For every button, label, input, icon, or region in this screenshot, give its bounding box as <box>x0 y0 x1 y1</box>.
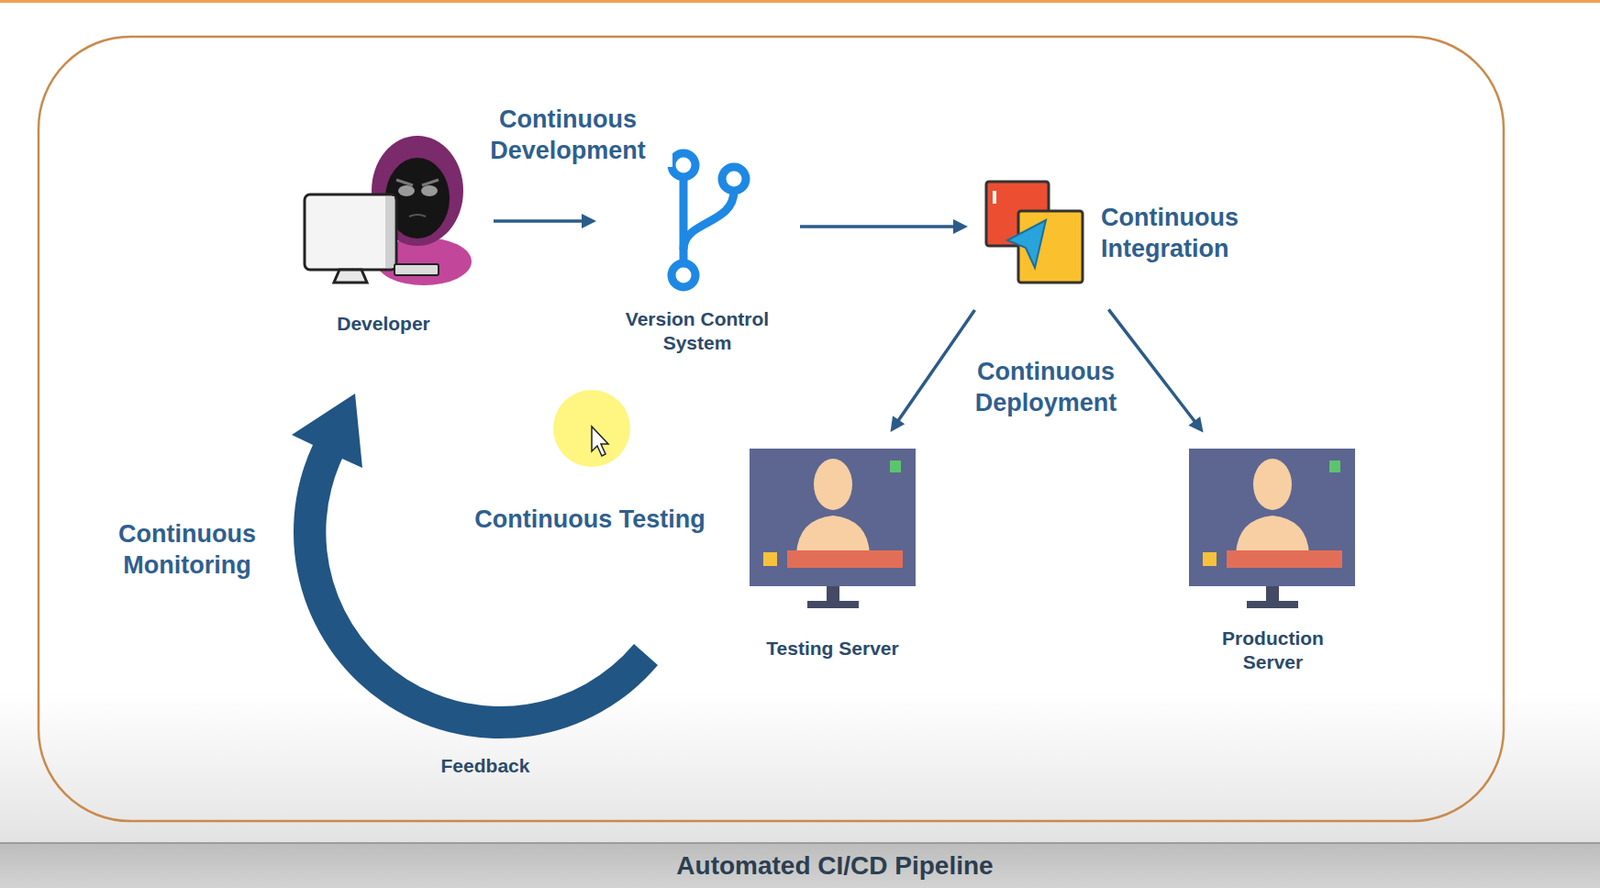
production-server-icon <box>1188 448 1356 609</box>
name-bar <box>1226 550 1343 568</box>
caption: Automated CI/CD Pipeline <box>676 849 993 882</box>
brow <box>422 179 439 186</box>
stand <box>826 586 840 603</box>
base <box>807 600 859 609</box>
status-light <box>1329 460 1341 473</box>
monitor-stand <box>333 269 367 283</box>
mouth <box>409 214 426 217</box>
branch-dot <box>671 263 696 288</box>
brow <box>396 179 413 186</box>
connector-line <box>896 310 975 423</box>
branch-line <box>683 190 734 250</box>
connector-line <box>493 219 586 223</box>
developer-node: Developer <box>288 133 479 340</box>
monitor-side <box>385 196 395 268</box>
base <box>1246 600 1299 609</box>
shoulders <box>796 515 870 555</box>
head <box>1253 458 1292 511</box>
stage-label: Continuous Deployment <box>954 356 1138 420</box>
status-light <box>889 460 901 473</box>
keyboard <box>394 264 439 276</box>
screen <box>1188 448 1356 587</box>
top-rule <box>0 0 1600 3</box>
integration-icon <box>986 181 1083 283</box>
connector-line <box>800 224 957 229</box>
screen <box>749 448 916 587</box>
testing-server-icon <box>749 448 916 609</box>
stage-label: Continuous Monitoring <box>100 519 275 582</box>
stand <box>1266 586 1279 603</box>
monitor <box>304 194 397 270</box>
node-label: Testing Server <box>733 636 932 661</box>
arrow-head <box>1188 416 1203 434</box>
frame <box>38 36 1504 822</box>
connector-line <box>1108 309 1197 424</box>
shoulders <box>1235 515 1310 555</box>
node-label: Production Server <box>1209 626 1338 676</box>
pointer-highlight <box>553 389 631 467</box>
edge-label: Continuous Development <box>463 104 673 167</box>
node-label: Version Control System <box>610 307 785 356</box>
branch-dot <box>722 166 746 191</box>
connector <box>800 219 968 234</box>
arrow-head <box>890 415 906 433</box>
branch-dot <box>671 153 696 178</box>
eye <box>398 185 415 197</box>
vcs-node: Version Control System <box>605 151 789 360</box>
connector <box>1108 309 1203 433</box>
eye <box>421 185 438 197</box>
stage-label: Continuous Testing <box>474 504 705 536</box>
cursor-glyph <box>1007 220 1046 268</box>
info-mark <box>992 190 997 204</box>
developer-illustration <box>304 135 472 286</box>
connector <box>890 310 976 433</box>
integration-node: Continuous Integration <box>977 174 1281 294</box>
connector <box>493 213 597 229</box>
branch-line <box>679 177 689 264</box>
yellow-mark <box>1202 552 1217 567</box>
arrow-label: Feedback <box>441 754 531 778</box>
node-label: Continuous Integration <box>1100 202 1276 266</box>
arrow-head <box>953 219 968 234</box>
node-label: Developer <box>291 311 476 336</box>
arrow-head <box>581 213 597 229</box>
version-control-icon <box>671 153 746 288</box>
server-node: Testing Server <box>730 448 935 665</box>
yellow-mark <box>763 552 778 567</box>
mouse-pointer <box>591 426 609 456</box>
name-bar <box>787 550 903 568</box>
head <box>813 458 853 511</box>
server-node: Production Server <box>1174 448 1372 679</box>
